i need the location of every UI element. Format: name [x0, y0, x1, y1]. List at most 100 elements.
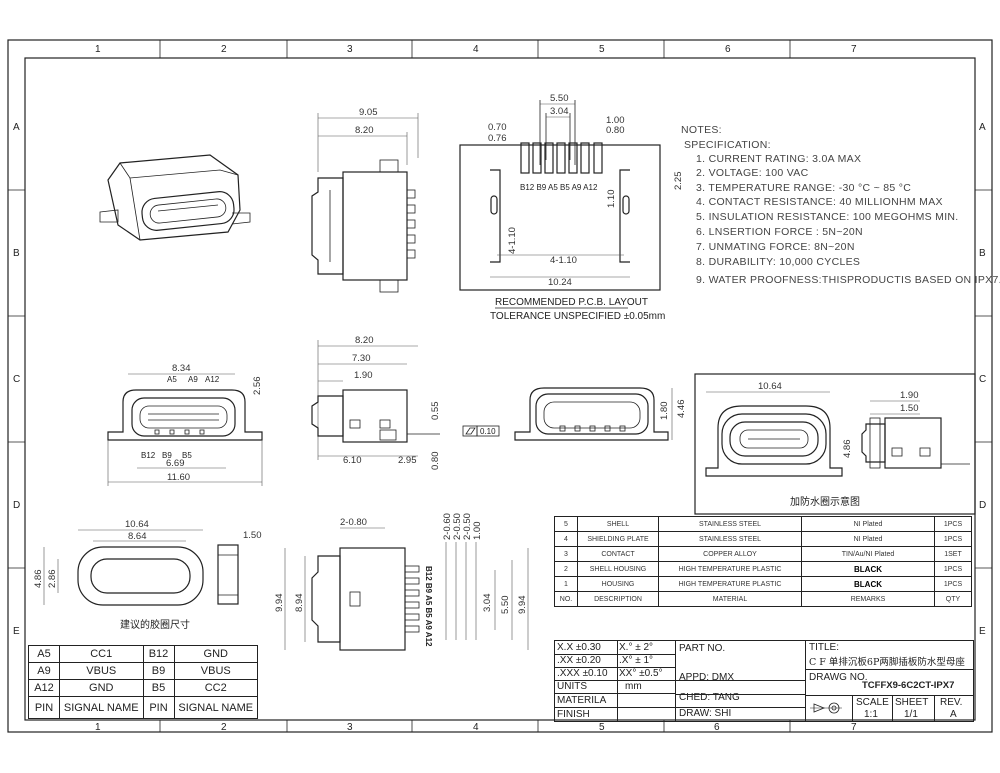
gasket-recommend-caption: 建议的胶圈尺寸 [120, 618, 190, 631]
ched-label: CHED: TANG [679, 692, 740, 703]
note-3: 3. TEMPERATURE RANGE: -30 °C ~ 85 °C [696, 182, 911, 194]
drawg-label: DRAWG NO. [809, 672, 868, 683]
dim-2-86-gasket: 2.86 [47, 570, 58, 589]
bom-desc: SHELL [577, 516, 659, 532]
row-label-d-left: D [13, 500, 20, 511]
bom-table: 5 SHELL STAINLESS STEEL NI Plated 1PCS 4… [554, 516, 972, 607]
signal-cell: GND [59, 679, 144, 697]
bom-qty: 1SET [934, 546, 972, 562]
table-header-row: PIN SIGNAL NAME PIN SIGNAL NAME [28, 696, 258, 719]
row-label-b-right: B [979, 248, 986, 259]
dim-2-0-50-a: 2-0.50 [452, 513, 463, 540]
bom-remarks: TIN/Au/NI Plated [801, 546, 935, 562]
col-label-6-bottom: 6 [714, 722, 720, 733]
dim-3-04-bottom: 3.04 [482, 594, 493, 613]
side-view-mid: 8.20 7.30 1.90 0.55 6.10 2.95 0.80 0.10 [311, 335, 500, 471]
dim-2-0-50-b: 2-0.50 [462, 513, 473, 540]
dim-8-64-gasket: 8.64 [128, 531, 147, 542]
row-label-b-left: B [13, 248, 20, 259]
front-bottom-pin-b12: B12 [141, 451, 156, 460]
bom-desc: HOUSING [577, 576, 659, 592]
note-4: 4. CONTACT RESISTANCE: 40 MILLIONHM MAX [696, 196, 943, 208]
title-label: TITLE: [809, 642, 840, 653]
table-row: 2 SHELL HOUSING HIGH TEMPERATURE PLASTIC… [554, 561, 972, 577]
dim-1-50-gasket: 1.50 [243, 530, 262, 541]
bom-no: 3 [554, 546, 578, 562]
signal-cell: CC1 [59, 645, 144, 663]
dim-8-94-left: 8.94 [294, 594, 305, 613]
dim-5-50: 5.50 [550, 93, 569, 104]
row-label-e-left: E [13, 626, 20, 637]
front-bottom-pin-b9: B9 [162, 451, 172, 460]
table-header-row: NO. DESCRIPTION MATERIAL REMARKS QTY [554, 591, 972, 607]
row-label-c-right: C [979, 374, 986, 385]
col-label-1-bottom: 1 [95, 722, 101, 733]
pcb-title: RECOMMENDED P.C.B. LAYOUT [495, 297, 648, 308]
dim-10-64-gasket: 10.64 [125, 519, 149, 530]
dim-8-34: 8.34 [172, 363, 191, 374]
dim-10-24: 4-1.10 [550, 255, 577, 266]
dim-3-04: 3.04 [550, 106, 569, 117]
appd-label: APPD: DMX [679, 672, 735, 683]
dim-2-56: 2.56 [252, 377, 263, 396]
scale-value: 1:1 [864, 709, 878, 720]
note-8: 8. DURABILITY: 10,000 CYCLES [696, 256, 860, 268]
note-5: 5. INSULATION RESISTANCE: 100 MEGOHMS MI… [696, 211, 959, 223]
bom-remarks: BLACK [801, 561, 935, 577]
dim-4-46: 4.46 [676, 400, 687, 419]
dim-1-80: 1.80 [659, 402, 670, 421]
col-label-4-bottom: 4 [473, 722, 479, 733]
dim-4-1-10: 4-1.10 [507, 227, 518, 254]
col-label-1-top: 1 [95, 44, 101, 55]
dim-0-80: 0.80 [606, 125, 625, 136]
dim-2-0-80: 2-0.80 [340, 517, 367, 528]
front-bottom-pin-b5: B5 [182, 451, 192, 460]
bom-header-material: MATERIAL [658, 591, 802, 607]
dim-8-20: 8.20 [355, 125, 374, 136]
table-row: A5 CC1 B12 GND [28, 645, 258, 663]
flatness-value: 0.10 [480, 427, 496, 436]
dim-0-70: 0.70 [488, 122, 507, 133]
bom-material: COPPER ALLOY [658, 546, 802, 562]
bom-remarks: NI Plated [801, 516, 935, 532]
col-label-4-top: 4 [473, 44, 479, 55]
pin-cell: B12 [142, 645, 175, 663]
bom-no: 1 [554, 576, 578, 592]
table-row: 1 HOUSING HIGH TEMPERATURE PLASTIC BLACK… [554, 576, 972, 592]
note-1: 1. CURRENT RATING: 3.0A MAX [696, 153, 861, 165]
dim-2-0-60: 2-0.60 [442, 513, 453, 540]
note-6: 6. LNSERTION FORCE : 5N~20N [696, 226, 863, 238]
tol-1a: X.X ±0.30 [557, 642, 601, 653]
draw-label: DRAW: SHI [679, 708, 732, 719]
dim-0-76: 0.76 [488, 133, 507, 144]
pcb-layout: 5.50 3.04 0.70 0.76 1.00 0.80 B12 B9 A5 … [459, 93, 684, 322]
projection-symbol [806, 696, 853, 721]
bom-remarks: NI Plated [801, 531, 935, 547]
bom-material: STAINLESS STEEL [658, 516, 802, 532]
tol-3a: .XXX ±0.10 [557, 668, 608, 679]
title-block: X.X ±0.30 X.° ± 2° .XX ±0.20 .X° ± 1° .X… [554, 640, 974, 722]
pcb-tolerance: TOLERANCE UNSPECIFIED ±0.05mm [490, 311, 665, 322]
dim-8-20-mid: 8.20 [355, 335, 374, 346]
dim-9-94-right: 9.94 [517, 596, 528, 615]
header-signal: SIGNAL NAME [173, 696, 258, 719]
drawing-number: TCFFX9-6C2CT-IPX7 [862, 680, 955, 691]
dim-11-60-front: 11.60 [167, 472, 190, 483]
tol-1b: X.° ± 2° [619, 642, 654, 653]
signal-cell: VBUS [173, 662, 258, 680]
part-no-label: PART NO. [679, 643, 726, 654]
front-top-pin-a9: A9 [188, 375, 198, 384]
table-row: 5 SHELL STAINLESS STEEL NI Plated 1PCS [554, 516, 972, 532]
bom-no: 2 [554, 561, 578, 577]
dim-5-50-bottom: 5.50 [500, 596, 511, 615]
dim-0-80-mid: 0.80 [430, 452, 441, 471]
bom-qty: 1PCS [934, 561, 972, 577]
table-row: A12 GND B5 CC2 [28, 679, 258, 697]
gasket-recommend: 10.64 8.64 4.86 2.86 1.50 建议的胶圈尺寸 [33, 519, 262, 631]
row-label-a-left: A [13, 122, 20, 133]
pin-cell: B5 [142, 679, 175, 697]
bom-material: HIGH TEMPERATURE PLASTIC [658, 561, 802, 577]
dim-6-69: 6.69 [166, 458, 185, 469]
col-label-3-bottom: 3 [347, 722, 353, 733]
